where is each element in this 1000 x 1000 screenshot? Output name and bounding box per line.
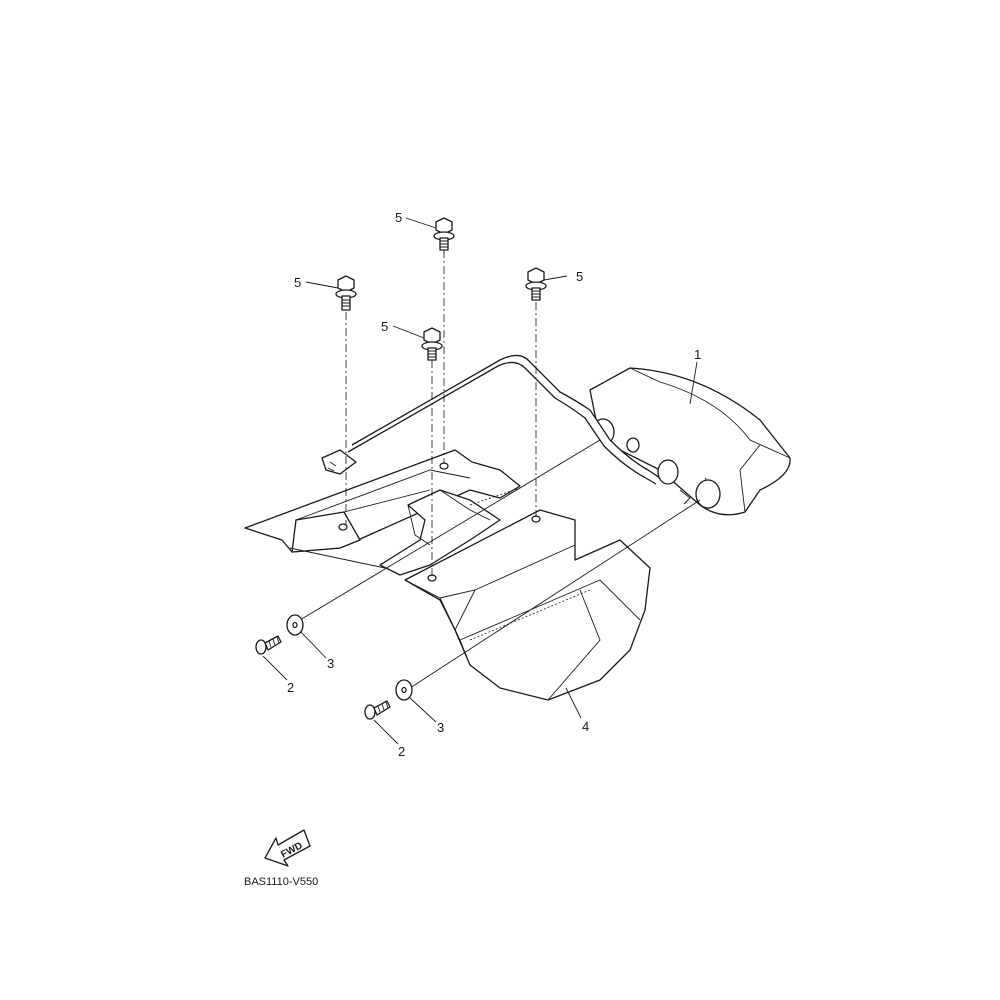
screw-right (364, 700, 391, 720)
washer-left (286, 614, 304, 636)
callout-screw-left: 2 (287, 680, 294, 695)
callout-washer-left: 3 (327, 656, 334, 671)
alignment-lines (299, 250, 701, 689)
fwd-arrow-icon: FWD (264, 829, 311, 867)
bolt-c (525, 267, 547, 301)
callout-rear-fender: 4 (582, 719, 589, 734)
callout-bolt-c: 5 (576, 269, 583, 284)
screw-left (255, 635, 282, 655)
callout-washer-right: 3 (437, 720, 444, 735)
bolt-a (433, 217, 455, 251)
callout-screw-right: 2 (398, 744, 405, 759)
bolt-b (335, 275, 357, 311)
callout-bolt-b: 5 (294, 275, 301, 290)
rear-fender (404, 509, 651, 701)
callout-leaders (262, 217, 698, 745)
bolt-d (421, 327, 443, 361)
diagram-code: BAS1110-V550 (244, 876, 318, 888)
tail-light-assembly (589, 367, 791, 516)
callout-bolt-d: 5 (381, 319, 388, 334)
washer-right (395, 679, 413, 701)
wire-harness (321, 354, 661, 485)
callout-bolt-a: 5 (395, 210, 402, 225)
fender-bracket (244, 449, 521, 576)
callout-tail-light: 1 (694, 347, 701, 362)
